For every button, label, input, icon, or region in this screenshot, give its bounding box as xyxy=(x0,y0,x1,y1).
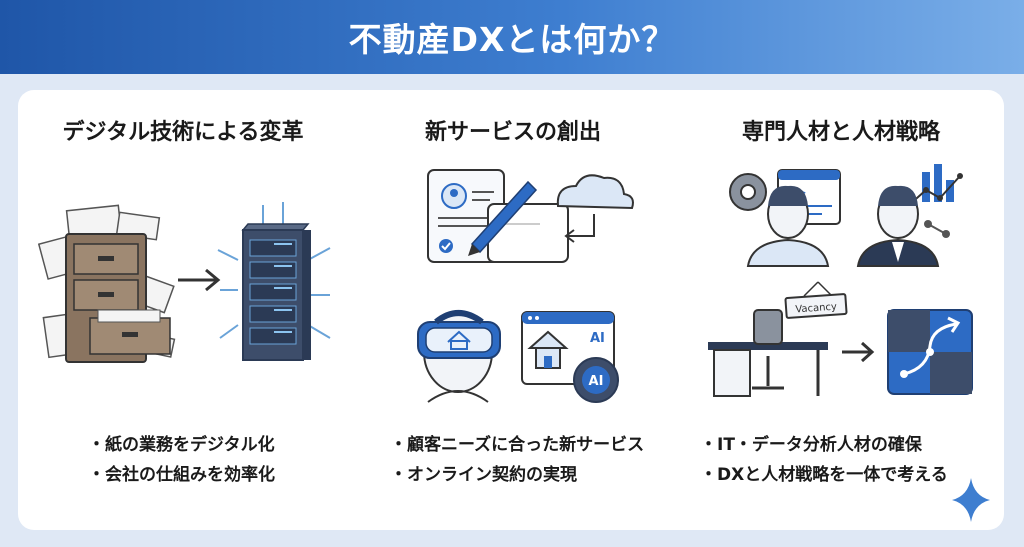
header-banner: 不動産DXとは何か？ xyxy=(0,0,1024,74)
list-item: IT・データ分析人材の確保 xyxy=(700,430,948,460)
pen-icon xyxy=(468,180,538,256)
services-illustration: AI AI xyxy=(417,169,634,403)
sparkle-icon xyxy=(952,478,990,522)
bullet-list: 紙の業務をデジタル化 会社の仕組みを効率化 xyxy=(88,430,275,490)
list-item: 紙の業務をデジタル化 xyxy=(88,430,275,460)
filing-cabinet-to-server-illustration xyxy=(38,202,331,363)
vacant-desk-icon: Vacancy xyxy=(708,281,848,397)
vr-headset-icon xyxy=(417,310,501,403)
ai-badge-label: AI xyxy=(589,374,604,389)
column-title: 専門人材と人材戦略 xyxy=(741,120,940,145)
content-card: デジタル技術による変革 xyxy=(18,90,1004,530)
cloud-icon xyxy=(556,174,634,243)
filing-cabinet-icon xyxy=(65,233,171,363)
column-new-services: 新サービスの創出 xyxy=(348,90,678,530)
list-item: 会社の仕組みを効率化 xyxy=(88,460,275,490)
list-item: 顧客ニーズに合った新サービス xyxy=(390,430,644,460)
bullet-list: IT・データ分析人材の確保 DXと人材戦略を一体で考える xyxy=(700,430,948,490)
engineer-person-icon: </> xyxy=(729,169,841,267)
column-title: デジタル技術による変革 xyxy=(62,120,304,145)
talent-illustration: </> xyxy=(708,164,973,397)
arrow-right-icon xyxy=(178,268,221,292)
ai-house-window-icon: AI AI xyxy=(521,311,619,403)
vacancy-sign-label: Vacancy xyxy=(795,302,837,316)
server-rack-icon xyxy=(217,202,331,361)
arrow-right-icon xyxy=(842,341,875,363)
analyst-person-icon xyxy=(856,164,963,267)
bullet-list: 顧客ニーズに合った新サービス オンライン契約の実現 xyxy=(390,430,644,490)
column-title: 新サービスの創出 xyxy=(424,120,601,145)
column-digital-transformation: デジタル技術による変革 xyxy=(18,90,348,530)
puzzle-strategy-icon xyxy=(887,309,973,395)
column-talent-strategy: 専門人材と人材戦略 </> xyxy=(678,90,1004,530)
list-item: オンライン契約の実現 xyxy=(390,460,644,490)
page-title: 不動産DXとは何か？ xyxy=(348,20,676,59)
ai-window-label: AI xyxy=(590,331,605,346)
list-item: DXと人材戦略を一体で考える xyxy=(700,460,948,490)
